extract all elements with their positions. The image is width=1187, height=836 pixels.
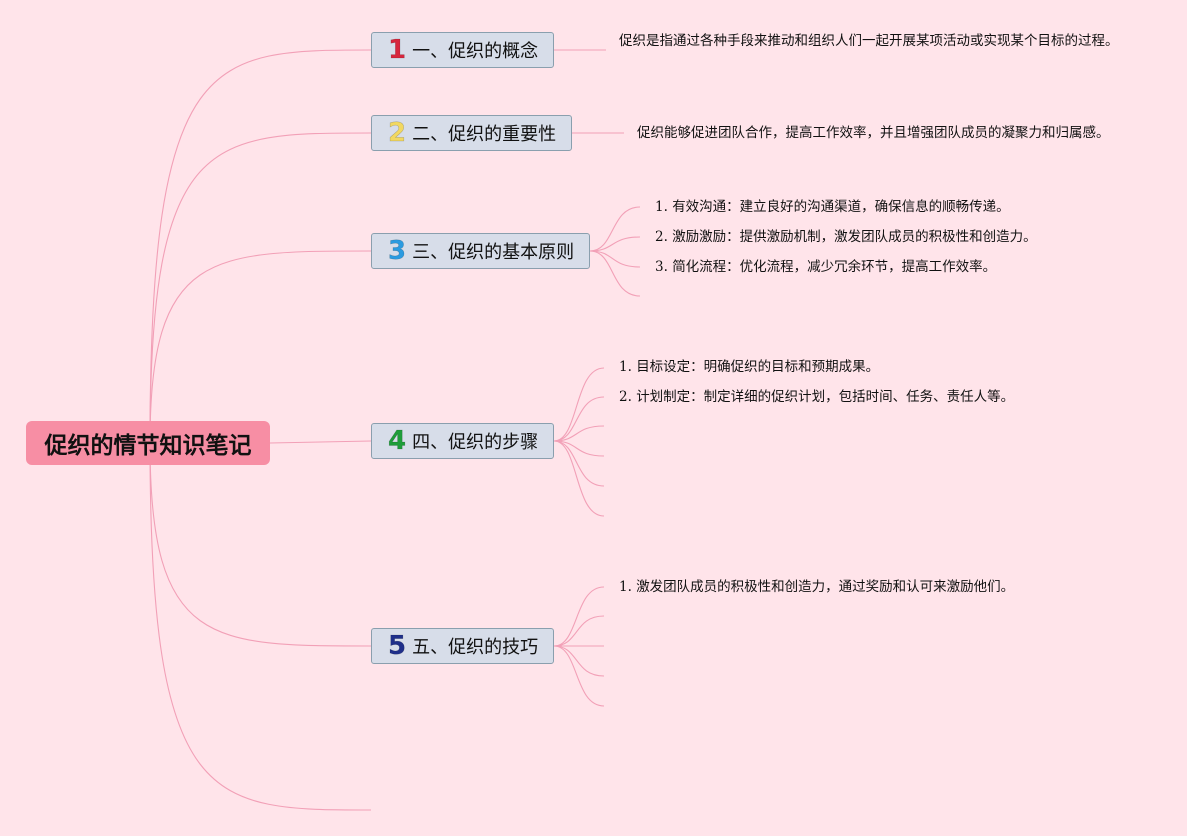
number-4-icon: 4: [388, 426, 407, 456]
list-item: 1. 有效沟通：建立良好的沟通渠道，确保信息的顺畅传递。: [655, 199, 1010, 215]
leaf-edge: [553, 396, 605, 442]
leaf-edge: [589, 236, 641, 252]
topic-1-label: 一、促织的概念: [412, 41, 539, 62]
leaf-edge: [553, 615, 605, 647]
leaf-edge: [553, 440, 605, 517]
leaf-edge: [553, 367, 605, 442]
leaf-edge: [589, 250, 641, 268]
leaf-edge: [589, 206, 641, 252]
list-item: 2. 激励激励：提供激励机制，激发团队成员的积极性和创造力。: [655, 229, 1037, 245]
leaf-edge: [553, 425, 605, 442]
leaf-edge: [553, 645, 605, 707]
topic-5-label: 五、促织的技巧: [412, 637, 539, 658]
root-edge: [149, 49, 372, 444]
number-3-icon: 3: [388, 236, 407, 266]
topic-4-label: 四、促织的步骤: [412, 432, 539, 453]
number-5-icon: 5: [388, 631, 407, 661]
topic-4-steps[interactable]: 4 四、促织的步骤: [371, 423, 554, 459]
list-item: 1. 激发团队成员的积极性和创造力，通过奖励和认可来激励他们。: [619, 579, 1015, 595]
list-item: 2. 计划制定：制定详细的促织计划，包括时间、任务、责任人等。: [619, 389, 1015, 405]
root-topic[interactable]: 促织的情节知识笔记: [26, 421, 270, 465]
topic-1-text: 促织是指通过各种手段来推动和组织人们一起开展某项活动或实现某个目标的过程。: [619, 33, 1119, 49]
topic-3-label: 三、促织的基本原则: [412, 242, 575, 263]
root-title: 促织的情节知识笔记: [44, 433, 252, 459]
root-edge: [149, 132, 372, 444]
topic-2-label: 二、促织的重要性: [412, 124, 557, 145]
list-item: 3. 简化流程：优化流程，减少冗余环节，提高工作效率。: [655, 259, 997, 275]
leaf-edge: [553, 440, 605, 487]
leaf-edge: [553, 440, 605, 457]
list-item: 1. 目标设定：明确促织的目标和预期成果。: [619, 359, 880, 375]
leaf-edge: [553, 586, 605, 647]
number-1-icon: 1: [388, 35, 407, 65]
topic-5-skills[interactable]: 5 五、促织的技巧: [371, 628, 554, 664]
root-edge: [269, 440, 372, 444]
topic-3-principles[interactable]: 3 三、促织的基本原则: [371, 233, 590, 269]
root-edge: [149, 442, 372, 647]
root-edge: [149, 442, 372, 811]
topic-1-concept[interactable]: 1 一、促织的概念: [371, 32, 554, 68]
root-edge: [149, 250, 372, 444]
topic-2-importance[interactable]: 2 二、促织的重要性: [371, 115, 572, 151]
number-2-icon: 2: [388, 118, 407, 148]
topic-2-text: 促织能够促进团队合作，提高工作效率，并且增强团队成员的凝聚力和归属感。: [637, 125, 1110, 141]
leaf-edge: [589, 250, 641, 297]
leaf-edge: [553, 645, 605, 677]
